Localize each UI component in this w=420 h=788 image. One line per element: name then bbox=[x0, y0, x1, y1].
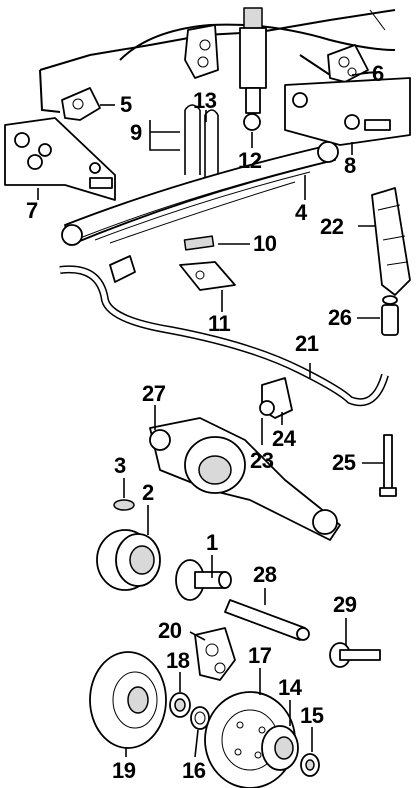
wheel-bearing bbox=[169, 692, 191, 718]
callout-14: 14 bbox=[278, 675, 302, 700]
callout-19: 19 bbox=[112, 758, 136, 783]
callout-16: 16 bbox=[182, 758, 206, 783]
locking-hub bbox=[96, 529, 161, 591]
stabilizer-bar bbox=[59, 255, 389, 407]
callout-2: 2 bbox=[142, 480, 154, 505]
callout-3: 3 bbox=[114, 453, 126, 478]
callout-6: 6 bbox=[372, 61, 384, 86]
callout-5: 5 bbox=[120, 92, 132, 117]
callout-21: 21 bbox=[295, 331, 319, 356]
callout-1: 1 bbox=[206, 530, 218, 555]
brake-caliper bbox=[194, 627, 236, 681]
callout-22: 22 bbox=[320, 214, 344, 239]
callout-10: 10 bbox=[253, 231, 277, 256]
bar-bracket bbox=[259, 377, 293, 419]
outer-bearing bbox=[300, 753, 320, 777]
callout-28: 28 bbox=[253, 562, 277, 587]
callout-23: 23 bbox=[250, 448, 274, 473]
bushing-kit-box bbox=[284, 77, 411, 146]
spindle bbox=[175, 559, 232, 601]
callout-18: 18 bbox=[166, 648, 190, 673]
callout-7: 7 bbox=[26, 198, 38, 223]
drain-plug bbox=[113, 499, 135, 511]
callout-9: 9 bbox=[130, 120, 142, 145]
stabilizer-bushing bbox=[381, 295, 399, 336]
callout-27: 27 bbox=[142, 381, 166, 406]
callout-20: 20 bbox=[158, 618, 182, 643]
leader-lines bbox=[37, 72, 384, 758]
axle-shaft bbox=[224, 599, 310, 641]
leaf-spring bbox=[61, 141, 339, 246]
u-bolts bbox=[184, 104, 219, 180]
axle-housing bbox=[149, 417, 341, 541]
callout-8: 8 bbox=[344, 153, 356, 178]
callout-12: 12 bbox=[238, 148, 262, 173]
callout-25: 25 bbox=[332, 450, 356, 475]
dust-shield bbox=[89, 651, 167, 749]
shock-absorber bbox=[239, 7, 267, 131]
front-bracket bbox=[61, 87, 101, 121]
grease-seal bbox=[190, 706, 210, 730]
spring-spacer bbox=[183, 235, 215, 251]
shackle-kit-box bbox=[4, 117, 116, 201]
callout-4: 4 bbox=[295, 200, 307, 225]
callout-26: 26 bbox=[328, 305, 352, 330]
spring-seat-plate bbox=[179, 261, 236, 291]
tie-rod-stud bbox=[329, 642, 381, 668]
callout-13: 13 bbox=[193, 88, 217, 113]
callout-29: 29 bbox=[333, 592, 357, 617]
wheel-hub bbox=[261, 725, 299, 771]
callout-24: 24 bbox=[272, 426, 296, 451]
bump-stop bbox=[371, 187, 411, 296]
spring-hanger bbox=[184, 24, 219, 79]
link-bolt bbox=[379, 434, 397, 497]
callout-11: 11 bbox=[208, 311, 231, 336]
rear-bracket bbox=[327, 44, 369, 83]
callout-17: 17 bbox=[248, 643, 272, 668]
callout-15: 15 bbox=[300, 703, 324, 728]
